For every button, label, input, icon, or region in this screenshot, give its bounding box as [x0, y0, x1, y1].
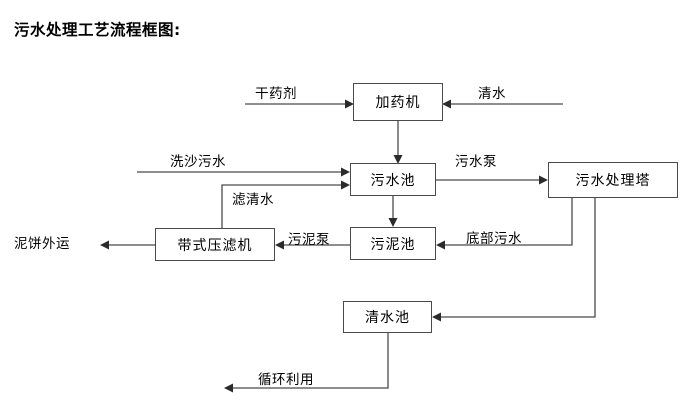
arrowhead-mudcake	[100, 240, 109, 250]
edge-label-clean-water-in: 清水	[478, 86, 506, 102]
arrowhead-sludge-pump	[275, 240, 284, 250]
edge-label-mud-cake-out: 泥饼外运	[14, 236, 70, 252]
node-treatment-tower[interactable]: 污水处理塔	[548, 162, 678, 198]
arrowhead-to-sludge-pool	[388, 218, 398, 227]
edge-label-bottom-wastewater: 底部污水	[466, 231, 522, 247]
edge-filtrate-to-wastewater-pool	[221, 184, 341, 228]
edge-tower-to-clean-water-pool	[441, 198, 596, 318]
edge-label-dry-chemical: 干药剂	[255, 86, 297, 102]
edge-clean-water-pool-to-reuse	[233, 333, 389, 389]
edge-label-sand-wash-water: 洗沙污水	[170, 154, 226, 170]
arrowhead-dry-chemical	[345, 99, 354, 109]
node-dosing-machine[interactable]: 加药机	[353, 83, 443, 121]
node-wastewater-pool[interactable]: 污水池	[350, 163, 436, 196]
arrowhead-sandwash	[341, 167, 350, 177]
edge-label-wastewater-pump: 污水泵	[455, 154, 497, 170]
arrowhead-clean-water	[442, 99, 451, 109]
node-clean-water-pool[interactable]: 清水池	[343, 301, 432, 333]
node-belt-filter-press[interactable]: 带式压滤机	[155, 228, 275, 261]
arrowhead-bottom-wastewater	[436, 240, 445, 250]
arrowhead-recycle	[224, 383, 233, 393]
arrowhead-filtrate	[341, 180, 350, 190]
edge-label-sludge-pump: 污泥泵	[288, 232, 330, 248]
page-title: 污水处理工艺流程框图:	[14, 21, 181, 39]
arrowhead-wastewater-pump	[539, 175, 548, 185]
edge-label-recycle-reuse: 循环利用	[258, 372, 314, 388]
node-sludge-pool[interactable]: 污泥池	[350, 227, 436, 260]
arrowhead-clean-water-pool	[432, 312, 441, 322]
arrowhead-dosing-down	[393, 155, 403, 164]
edge-label-filtrate-water: 滤清水	[232, 192, 274, 208]
edge-tower-to-sludge-pool	[445, 198, 573, 246]
